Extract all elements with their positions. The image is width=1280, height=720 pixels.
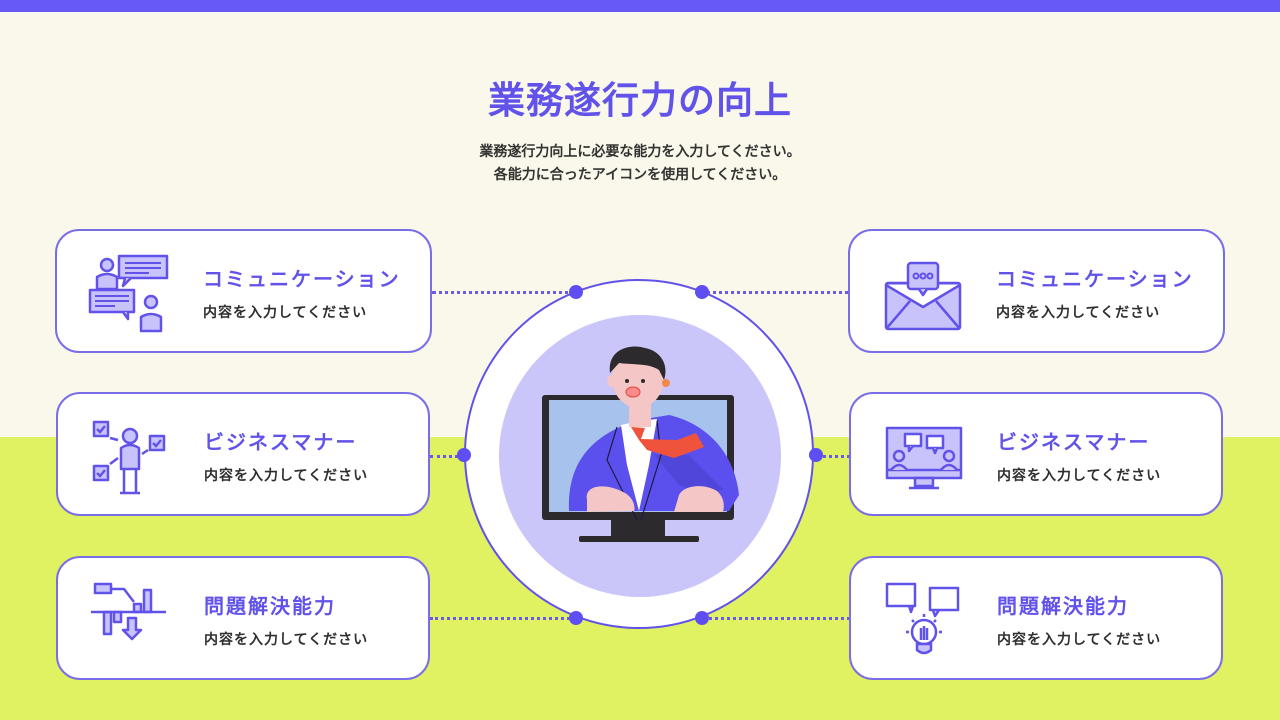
- envelope-chat-icon: [884, 261, 962, 331]
- node-left: [457, 448, 471, 462]
- businessman-in-monitor-illustration: [542, 346, 739, 542]
- card-right-problem-solving[interactable]: 問題解決能力 内容を入力してください: [849, 556, 1223, 680]
- node-bottom-right: [695, 611, 709, 625]
- page-subtitle: 業務遂行力向上に必要な能力を入力してください。 各能力に合ったアイコンを使用して…: [0, 141, 1280, 187]
- card-left-problem-solving[interactable]: 問題解決能力 内容を入力してください: [56, 556, 430, 680]
- card-text: 内容を入力してください: [997, 632, 1162, 648]
- card-title: ビジネスマナー: [997, 430, 1151, 454]
- person-checklist-icon: [92, 420, 166, 495]
- card-left-communication[interactable]: コミュニケーション 内容を入力してください: [55, 229, 432, 353]
- chat-people-icon: [88, 254, 169, 333]
- connector-left-middle: [430, 455, 464, 458]
- chart-analysis-icon: [91, 582, 166, 641]
- top-accent-bar: [0, 0, 1280, 12]
- card-title: ビジネスマナー: [204, 430, 358, 454]
- card-title: コミュニケーション: [203, 267, 401, 291]
- card-title: 問題解決能力: [997, 594, 1129, 618]
- node-bottom-left: [569, 611, 583, 625]
- lightbulb-idea-icon: [885, 582, 960, 655]
- connector-left-top: [432, 291, 576, 294]
- connector-left-bottom: [430, 617, 576, 620]
- card-text: 内容を入力してください: [997, 468, 1162, 484]
- video-meeting-icon: [885, 426, 963, 490]
- card-left-business-manner[interactable]: ビジネスマナー 内容を入力してください: [56, 392, 430, 516]
- subtitle-line-2: 各能力に合ったアイコンを使用してください。: [493, 167, 787, 183]
- card-title: 問題解決能力: [204, 594, 336, 618]
- connector-right-top: [702, 291, 848, 294]
- card-text: 内容を入力してください: [203, 305, 368, 321]
- node-right: [809, 448, 823, 462]
- card-right-communication[interactable]: コミュニケーション 内容を入力してください: [848, 229, 1225, 353]
- card-right-business-manner[interactable]: ビジネスマナー 内容を入力してください: [849, 392, 1223, 516]
- card-title: コミュニケーション: [996, 267, 1194, 291]
- card-text: 内容を入力してください: [996, 305, 1161, 321]
- node-top-right: [695, 285, 709, 299]
- card-text: 内容を入力してください: [204, 468, 369, 484]
- page-title: 業務遂行力の向上: [488, 79, 792, 122]
- card-text: 内容を入力してください: [204, 632, 369, 648]
- node-top-left: [569, 285, 583, 299]
- subtitle-line-1: 業務遂行力向上に必要な能力を入力してください。: [479, 144, 801, 160]
- connector-right-middle: [816, 455, 850, 458]
- connector-right-bottom: [702, 617, 850, 620]
